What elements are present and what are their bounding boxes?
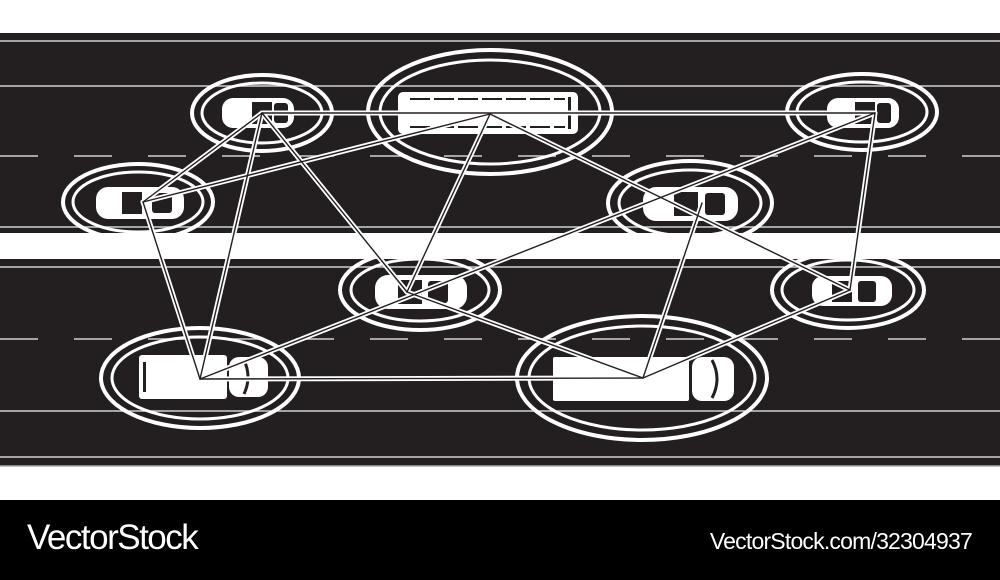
highway-network-illustration bbox=[0, 33, 1000, 467]
watermark-footer: VectorStock VectorStock.com/32304937 bbox=[0, 500, 1000, 580]
ring-G bbox=[770, 250, 926, 330]
brand-logo-text: VectorStock bbox=[27, 518, 199, 557]
car-icon-E bbox=[643, 187, 738, 221]
ring-D bbox=[61, 162, 215, 242]
image-reference-link: VectorStock.com/32304937 bbox=[709, 528, 973, 554]
connection-lines bbox=[140, 110, 878, 382]
car-icon-D bbox=[96, 187, 184, 219]
